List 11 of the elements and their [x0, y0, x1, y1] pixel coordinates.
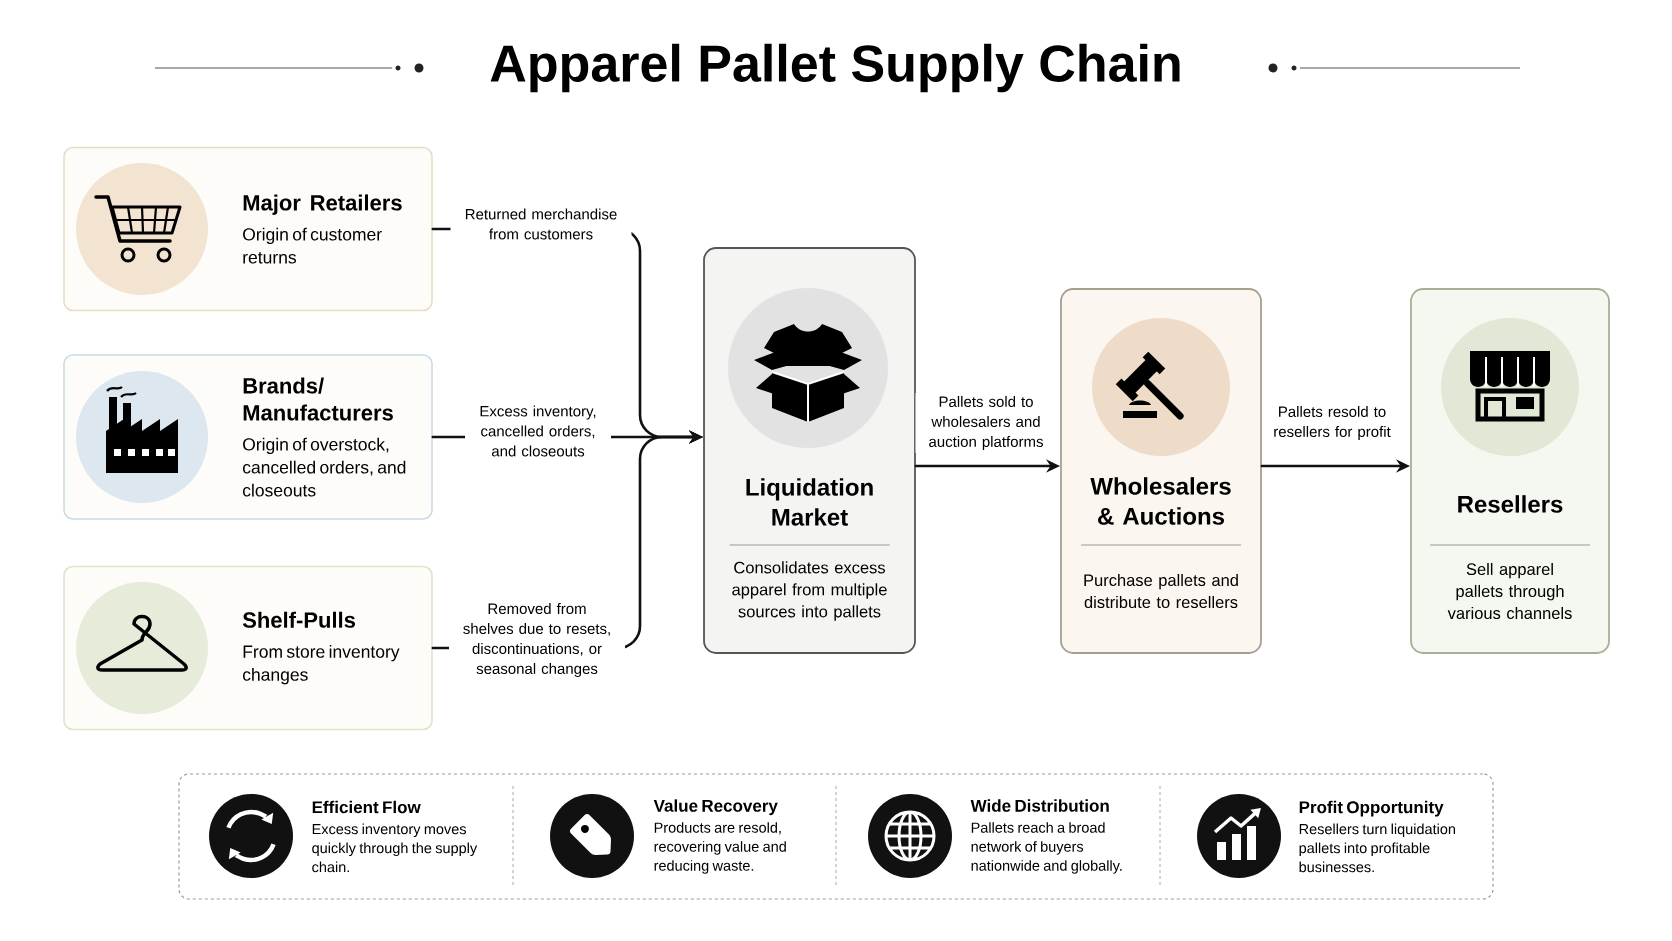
edge-label: Pallets resold to resellers for profit — [1266, 403, 1398, 443]
edge-label: Pallets sold to wholesalers and auction platforms — [915, 393, 1057, 453]
info-panel — [178, 773, 1494, 900]
edge-label: Excess inventory, cancelled orders, and closeouts — [465, 402, 611, 460]
benefit-text: Wide Distribution Pallets reach a broad network of buyers nationwide and globally. — [970, 799, 1122, 874]
edge-label: Returned merchandise from customers — [450, 205, 632, 243]
benefit-text: Profit Opportunity Resellers turn liquidation pallets into profitable businesses. — [1299, 800, 1455, 873]
title: Apparel Pallet Supply Chain — [490, 43, 1180, 93]
benefit-text: Efficient Flow Excess inventory moves quickly through the supply chain. — [312, 800, 478, 873]
benefit-text: Value Recovery Products are resold, recovering value and reducing waste. — [653, 799, 786, 874]
edge-label: Removed from shelves due to resets, discontinuations, or seasonal changes — [449, 600, 625, 680]
